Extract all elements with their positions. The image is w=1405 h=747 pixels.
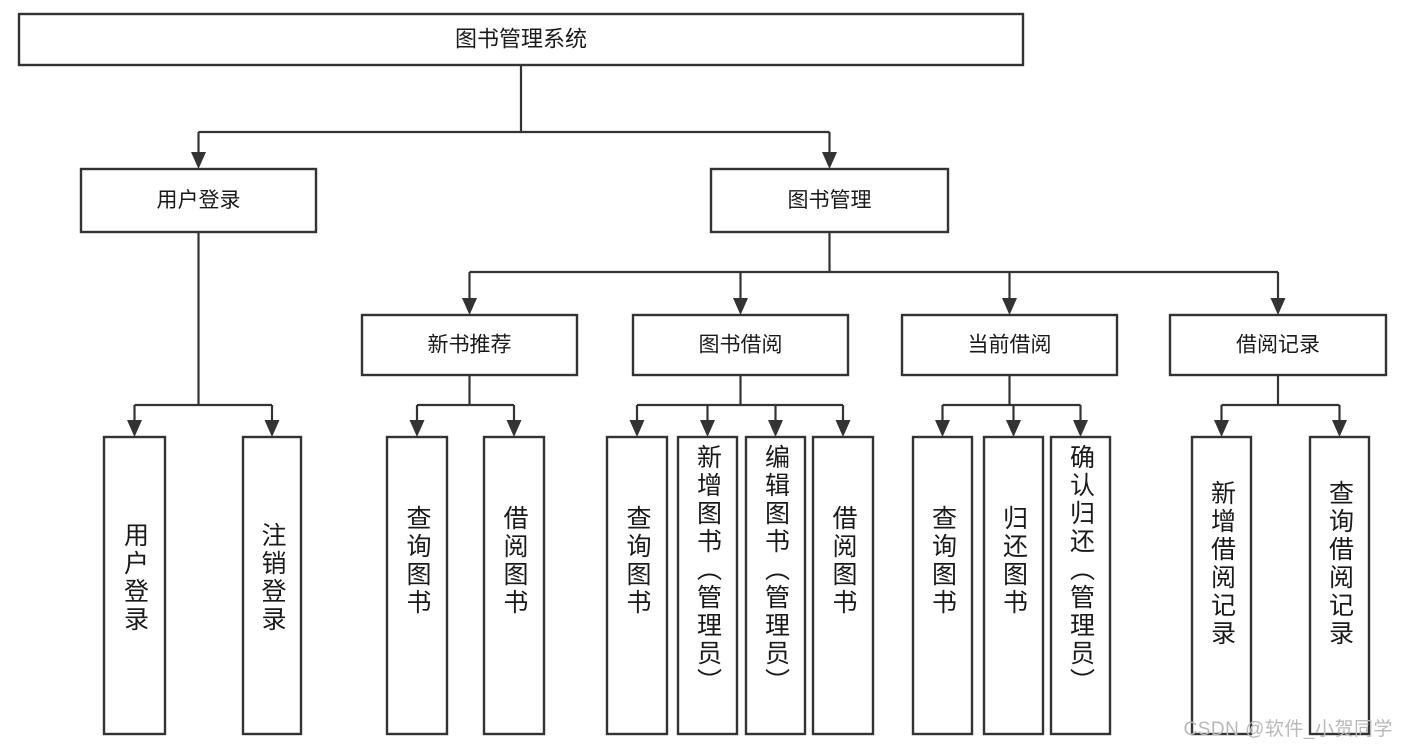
arrow-head-n4: [733, 298, 748, 315]
node-n4-label: 图书借阅: [699, 334, 783, 357]
arrow-head-n18: [1214, 420, 1229, 437]
arrow-head-n17: [1073, 420, 1088, 437]
arrow-head-n10: [506, 420, 522, 437]
node-n7-box[interactable]: [102, 435, 167, 736]
arrow-head-n14: [835, 420, 851, 437]
edge-group-n5: [935, 375, 1088, 437]
node-n0-label: 图书管理系统: [455, 26, 587, 51]
node-n6-label: 借阅记录: [1236, 334, 1320, 357]
node-n1-label: 用户登录: [157, 189, 241, 212]
edge-group-n4: [629, 375, 851, 437]
arrow-head-n16: [1006, 420, 1021, 437]
arrow-head-n9: [409, 420, 425, 437]
node-n18-box[interactable]: [1190, 435, 1253, 736]
node-n2-label: 图书管理: [788, 189, 872, 212]
arrow-head-n3: [462, 298, 477, 315]
node-n19-box[interactable]: [1308, 435, 1371, 736]
edge-group-n2: [462, 232, 1286, 315]
node-n12-box[interactable]: [676, 435, 739, 736]
edge-group-n1: [127, 232, 280, 437]
arrow-head-n15: [935, 420, 950, 437]
arrow-head-n19: [1332, 420, 1347, 437]
node-n5-label: 当前借阅: [968, 334, 1052, 357]
node-n8-box[interactable]: [241, 435, 303, 736]
node-n0-box[interactable]: [17, 12, 1025, 67]
node-n2-box[interactable]: [709, 167, 950, 234]
node-n10-box[interactable]: [482, 435, 546, 736]
node-n9-box[interactable]: [385, 435, 449, 736]
node-n11-box[interactable]: [605, 435, 669, 736]
node-n13-box[interactable]: [744, 435, 807, 736]
node-n3-label: 新书推荐: [428, 334, 512, 357]
node-n1-box[interactable]: [79, 167, 318, 234]
edge-layer: [127, 65, 1347, 437]
csdn-watermark: CSDN @软件_小贺同学: [1183, 719, 1393, 740]
box-layer: [17, 12, 1388, 736]
node-n16-box[interactable]: [982, 435, 1045, 736]
arrow-head-n12: [700, 420, 715, 437]
arrow-head-n7: [127, 420, 142, 437]
node-n5-box[interactable]: [900, 313, 1119, 377]
arrow-head-n8: [264, 420, 280, 437]
arrow-head-n5: [1002, 298, 1017, 315]
edge-group-n6: [1214, 375, 1347, 437]
arrow-head-n6: [1270, 298, 1286, 315]
arrow-head-n2: [822, 152, 837, 169]
edge-group-n0: [191, 65, 837, 169]
arrow-head-n11: [629, 420, 645, 437]
node-n15-box[interactable]: [911, 435, 974, 736]
node-n17-box[interactable]: [1049, 435, 1112, 736]
node-n4-box[interactable]: [631, 313, 850, 377]
node-n3-box[interactable]: [360, 313, 579, 377]
edge-group-n3: [409, 375, 522, 437]
node-n6-box[interactable]: [1168, 313, 1388, 377]
arrow-head-n1: [191, 152, 206, 169]
node-n14-box[interactable]: [811, 435, 875, 736]
arrow-head-n13: [768, 420, 783, 437]
